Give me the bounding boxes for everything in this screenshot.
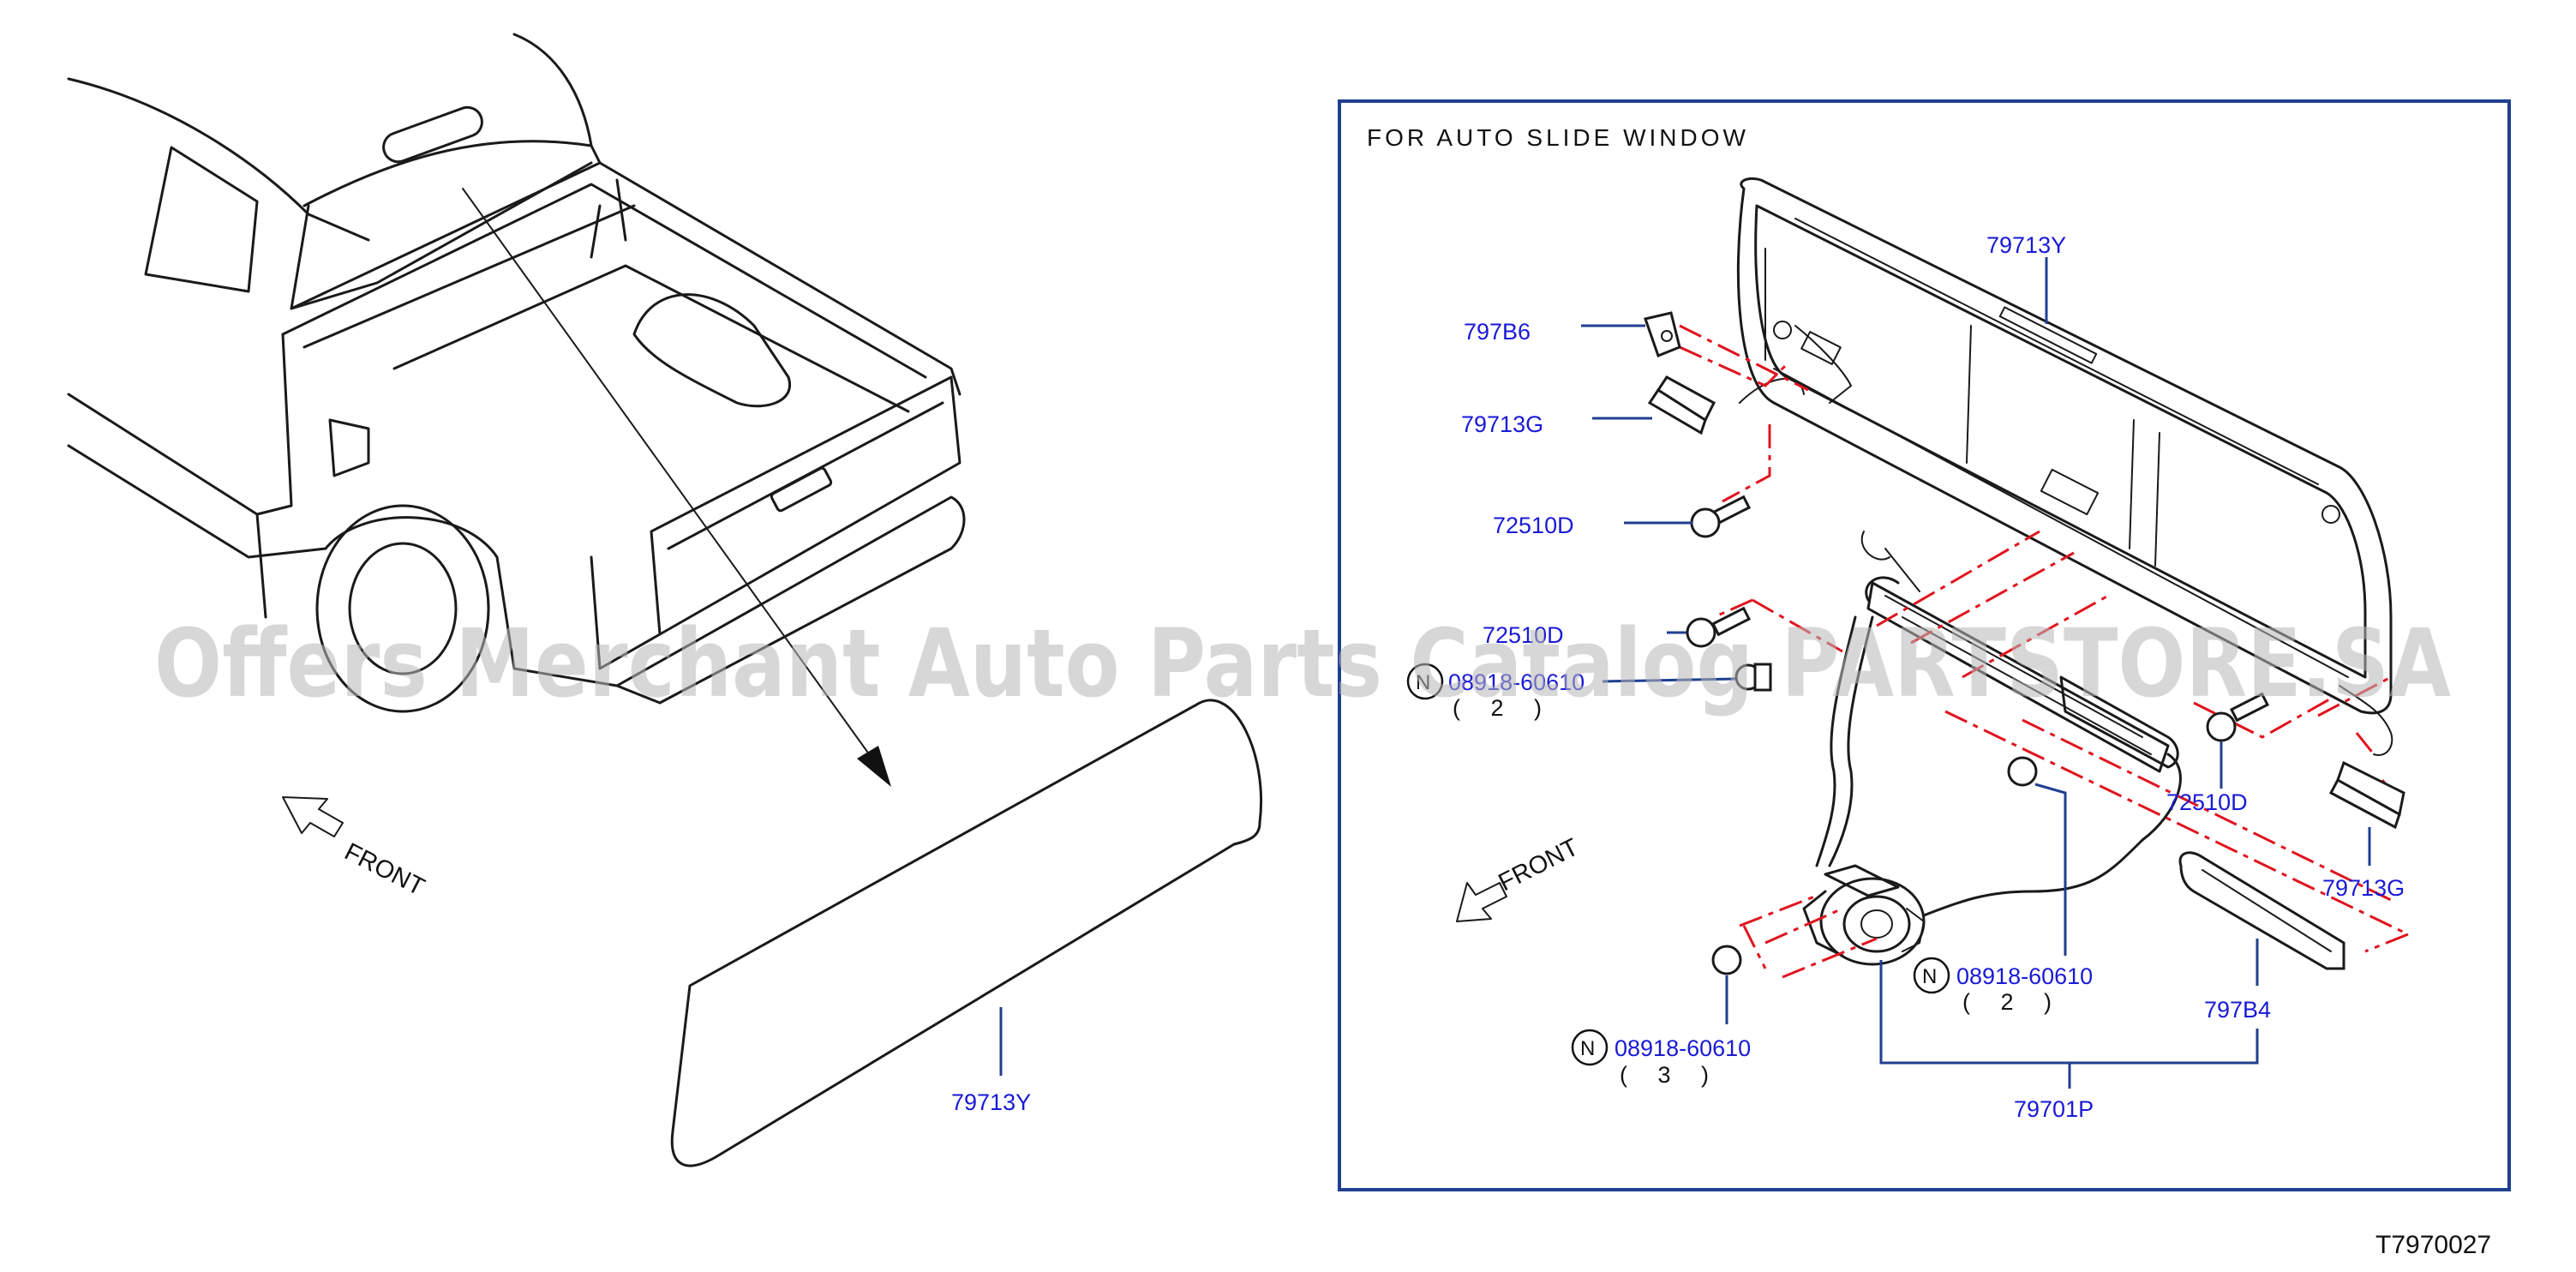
front-label-left: FRONT — [340, 838, 429, 902]
nut-a-prefix: N — [1416, 671, 1430, 694]
assembly-guide-lines — [1679, 324, 2409, 979]
callout-rear-window-inset: 79713Y — [1986, 232, 2066, 258]
nut-c-marker-icon — [1571, 1029, 1609, 1066]
bolt-upper-part — [1690, 495, 1752, 538]
rear-window-glass-main — [670, 699, 1262, 1167]
front-direction-indicator-right: FRONT — [1456, 833, 1584, 922]
callout-bracket-lower: 79713G — [2322, 875, 2405, 901]
callout-motor-assembly: 79701P — [2014, 1096, 2094, 1122]
nut-b-number: 08918-60610 — [1956, 963, 2093, 989]
trim-797B6-part — [1644, 311, 1681, 357]
nut-a-qty: ( 2 ) — [1453, 695, 1554, 721]
inset-frame — [1338, 99, 2511, 1191]
nut-c-prefix: N — [1580, 1037, 1595, 1060]
nut-c-qty: ( 3 ) — [1620, 1062, 1721, 1088]
callout-nut-b: N 08918-60610 ( 2 ) — [1913, 957, 2093, 1015]
bolt-right-part — [2206, 692, 2270, 742]
front-direction-indicator-left: FRONT — [282, 796, 429, 902]
bracket-lower-part — [2328, 760, 2405, 830]
callout-rear-window-main: 79713Y — [951, 1089, 1031, 1115]
nut-b-qty: ( 2 ) — [1962, 989, 2064, 1015]
nut-b-marker-icon — [1913, 957, 1950, 994]
nut-b-prefix: N — [1922, 965, 1937, 988]
callout-bracket-upper: 79713G — [1461, 411, 1543, 437]
diagram-code: T7970027 — [2375, 1231, 2491, 1259]
callout-bolt-upper: 72510D — [1493, 513, 1574, 538]
leader-nut-a — [1602, 677, 1736, 683]
bolt-middle-part — [1686, 606, 1752, 648]
inset-title: FOR AUTO SLIDE WINDOW — [1367, 124, 1749, 151]
trim-797B4-part — [2178, 851, 2345, 970]
leader-nut-b — [2034, 783, 2067, 956]
truck-overview-drawing — [67, 33, 966, 787]
callout-trim-797B6: 797B6 — [1464, 319, 1531, 345]
bracket-upper-part — [1647, 375, 1716, 435]
nut-b-part — [2007, 756, 2038, 787]
nut-a-number: 08918-60610 — [1448, 669, 1585, 695]
callout-bolt-middle: 72510D — [1483, 622, 1564, 648]
front-label-right: FRONT — [1495, 833, 1584, 897]
nut-a-part — [1734, 663, 1772, 692]
watermark-text: Offers Merchant Auto Parts Catalog PARTS… — [154, 609, 2451, 718]
callout-trim-797B4: 797B4 — [2204, 997, 2271, 1023]
callout-nut-c: N 08918-60610 ( 3 ) — [1571, 1029, 1751, 1088]
callout-bolt-right: 72510D — [2166, 789, 2248, 815]
nut-c-number: 08918-60610 — [1614, 1035, 1751, 1061]
slide-window-assembly — [1736, 177, 2393, 715]
callout-nut-a: N 08918-60610 ( 2 ) — [1406, 663, 1585, 721]
nut-a-marker-icon — [1406, 663, 1444, 700]
nut-c-part — [1711, 945, 1742, 975]
